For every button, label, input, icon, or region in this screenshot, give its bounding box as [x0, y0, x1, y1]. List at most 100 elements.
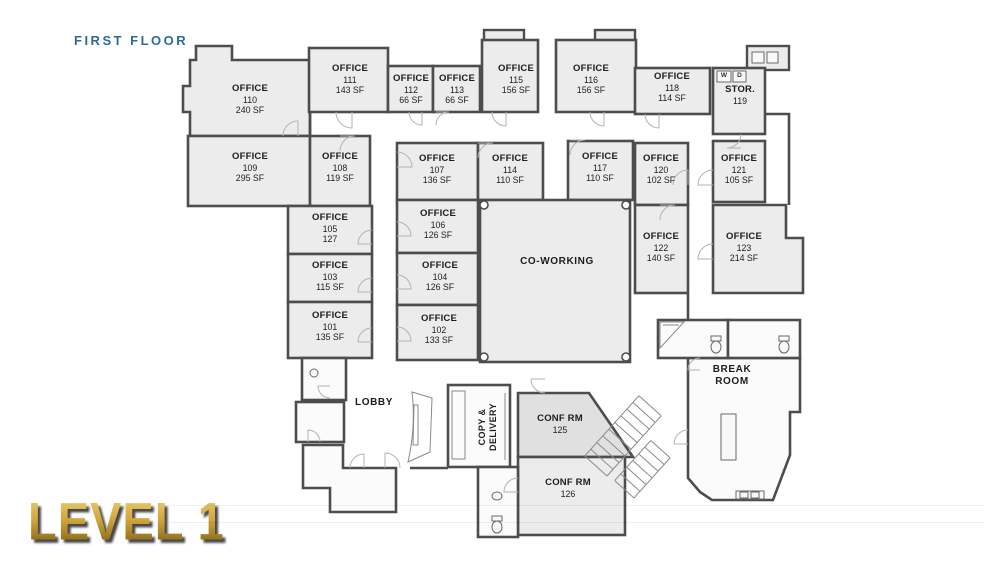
room-name: OFFICE	[438, 73, 476, 84]
room-conf-126-shape	[516, 455, 627, 537]
room-conf-125-shape	[516, 391, 636, 459]
dryer-box	[732, 70, 747, 83]
page-title: FIRST FLOOR	[74, 33, 189, 48]
washer-box	[716, 70, 732, 83]
room-area: 127	[322, 234, 338, 245]
room-number: 122	[653, 242, 669, 253]
sink-icon	[491, 491, 503, 501]
room-area: 126 SF	[423, 230, 453, 241]
room-break-shape	[686, 356, 802, 502]
reception-desk	[407, 391, 433, 463]
room-number: 109	[242, 162, 258, 173]
room-name: OFFICE	[720, 153, 758, 164]
room-number: 104	[432, 271, 448, 282]
room-label-copy-delivery: COPY & DELIVERY	[477, 403, 500, 451]
wall-segments	[308, 112, 791, 470]
room-number: 116	[583, 74, 599, 85]
room-office-123-shape	[711, 203, 805, 295]
room-name: OFFICE	[418, 153, 456, 164]
entry-vestibule-upper-shape	[294, 400, 346, 444]
room-name: CONF RM	[545, 477, 591, 488]
copy-line2: DELIVERY	[488, 403, 498, 451]
break-island	[720, 413, 737, 461]
room-number: 123	[736, 242, 752, 253]
room-number: 105	[322, 223, 338, 234]
room-office-110-shape	[181, 44, 312, 138]
room-office-115-shape	[480, 38, 540, 114]
room-label-lobby: LOBBY	[355, 397, 393, 408]
room-office-113-shape	[431, 64, 482, 114]
room-name: OFFICE	[321, 151, 359, 162]
room-office-106-shape	[395, 198, 480, 255]
room-name: OFFICE	[311, 260, 349, 271]
break-counter	[735, 490, 765, 500]
room-name: OFFICE	[642, 231, 680, 242]
room-number: 125	[552, 424, 568, 435]
room-office-104-shape	[395, 251, 480, 307]
toilet-icon	[491, 515, 503, 534]
room-number: 101	[322, 321, 338, 332]
room-area: 115 SF	[316, 282, 344, 293]
room-name: OFFICE	[231, 83, 269, 94]
room-office-101-shape	[286, 300, 374, 360]
room-area: 126 SF	[425, 282, 455, 293]
room-number: 113	[449, 84, 465, 95]
room-area: 240 SF	[235, 105, 265, 116]
room-name: OFFICE	[497, 63, 535, 74]
room-restroom-101-shape	[300, 356, 348, 402]
room-area: 133 SF	[424, 335, 454, 346]
room-area: 156 SF	[576, 85, 606, 96]
room-shapes	[181, 28, 805, 539]
room-area: 135 SF	[315, 332, 345, 343]
room-label-break-room: BREAK ROOM	[713, 364, 752, 388]
room-area: 114 SF	[658, 93, 686, 104]
room-number: 106	[430, 219, 446, 230]
room-name: OFFICE	[421, 260, 459, 271]
room-area: 66 SF	[399, 95, 423, 106]
room-number: 121	[731, 164, 747, 175]
room-area: 66 SF	[445, 95, 469, 106]
room-number: 112	[403, 84, 419, 95]
door-arcs	[282, 111, 742, 493]
room-area: 119 SF	[326, 173, 354, 184]
room-number: 102	[431, 324, 447, 335]
room-name: OFFICE	[419, 208, 457, 219]
room-name: CONF RM	[537, 413, 583, 424]
room-number: 111	[343, 74, 357, 85]
room-coworking-shape	[478, 198, 632, 364]
break-line2: ROOM	[715, 376, 749, 387]
room-area: 140 SF	[646, 253, 676, 264]
room-area: 214 SF	[729, 253, 759, 264]
toilet-icon	[778, 335, 790, 354]
entry-vestibule-lower-shape	[301, 443, 398, 514]
room-area: 110 SF	[496, 175, 524, 186]
room-name: OFFICE	[331, 63, 369, 74]
room-number: 117	[592, 162, 608, 173]
room-number: 110	[242, 94, 258, 105]
room-number: 119	[732, 95, 748, 106]
room-area: 105 SF	[724, 175, 754, 186]
fixtures	[309, 51, 790, 534]
room-name: OFFICE	[581, 151, 619, 162]
room-name: OFFICE	[642, 153, 680, 164]
room-area: 110 SF	[586, 173, 614, 184]
